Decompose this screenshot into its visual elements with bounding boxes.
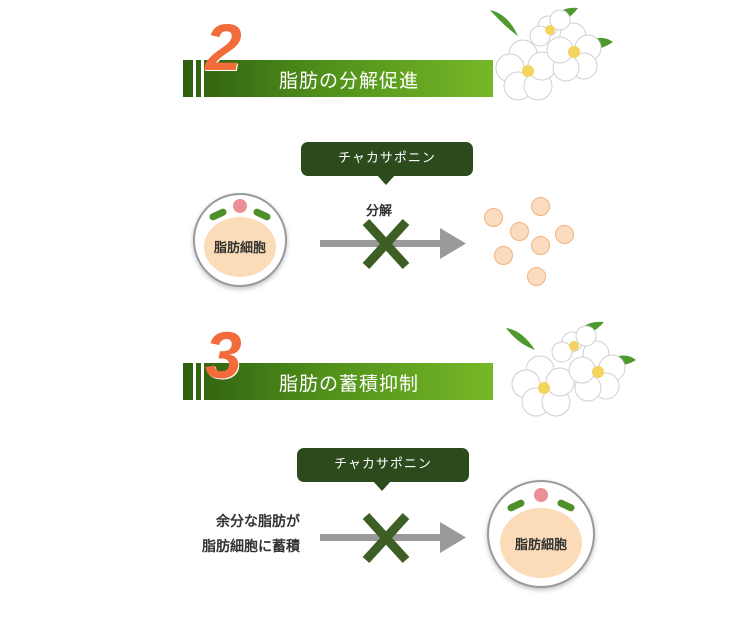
breakdown-label: 分解 [366,204,393,219]
jasmine-flower-icon [506,321,636,417]
fat-droplet [527,267,546,286]
fat-cell: 脂肪細胞 [193,193,287,287]
fat-cell-label: 脂肪細胞 [514,538,567,553]
cell-nucleus [233,199,247,213]
jasmine-flower-icon [490,7,613,101]
fat-cell: 脂肪細胞 [487,480,595,588]
fat-droplet [555,225,574,244]
fat-cell-body [204,217,276,277]
section-number: 2 [205,10,242,84]
section-number: 3 [205,318,242,392]
fat-droplet [531,197,550,216]
cell-organelle [556,498,576,513]
excess-fat-line: 余分な脂肪が [216,514,300,530]
arrow-right-icon [320,218,466,270]
chakasaponin-bubble: チャカサポニン [301,142,473,185]
chakasaponin-bubble: チャカサポニン [297,448,469,491]
fat-cell-label: 脂肪細胞 [213,241,266,256]
section-banner: 脂肪の分解促進 [183,60,493,97]
banner-stripe [201,363,204,400]
arrow-right-icon [320,512,466,564]
cell-nucleus [534,488,548,502]
section-title: 脂肪の蓄積抑制 [279,373,420,395]
cross-icon [362,512,410,564]
section-banner: 脂肪の蓄積抑制 [183,363,493,400]
banner-stripe [201,60,204,97]
fat-droplet [531,236,550,255]
fat-droplet [484,208,503,227]
section-fat-breakdown: 脂肪の分解促進 2 チャカサポニン 脂肪細胞 分解 [0,0,750,310]
banner-stripe [193,363,196,400]
cross-icon [362,218,410,270]
excess-fat-text: 余分な脂肪が 脂肪細胞に蓄積 [150,510,300,560]
excess-fat-line: 脂肪細胞に蓄積 [202,539,300,555]
fat-cell-body [500,508,582,578]
section-title: 脂肪の分解促進 [279,70,420,92]
fat-droplet [510,222,529,241]
banner-stripe [193,60,196,97]
fat-droplet [494,246,513,265]
